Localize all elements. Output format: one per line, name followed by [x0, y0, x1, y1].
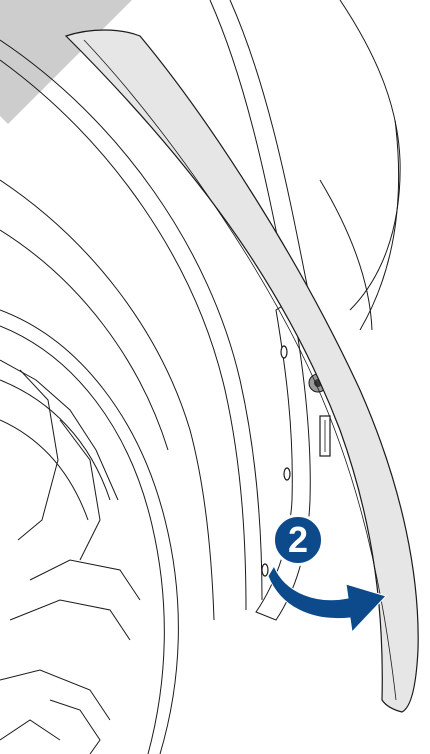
step-number: 2 — [288, 522, 308, 558]
mount-hole-icon — [284, 468, 290, 480]
mount-hole-icon — [281, 346, 287, 358]
step-badge: 2 — [272, 514, 324, 566]
wheel — [0, 310, 178, 754]
clip-slot-icon — [320, 416, 330, 456]
fender-outline — [0, 0, 400, 620]
mount-hole-icon — [262, 564, 268, 576]
